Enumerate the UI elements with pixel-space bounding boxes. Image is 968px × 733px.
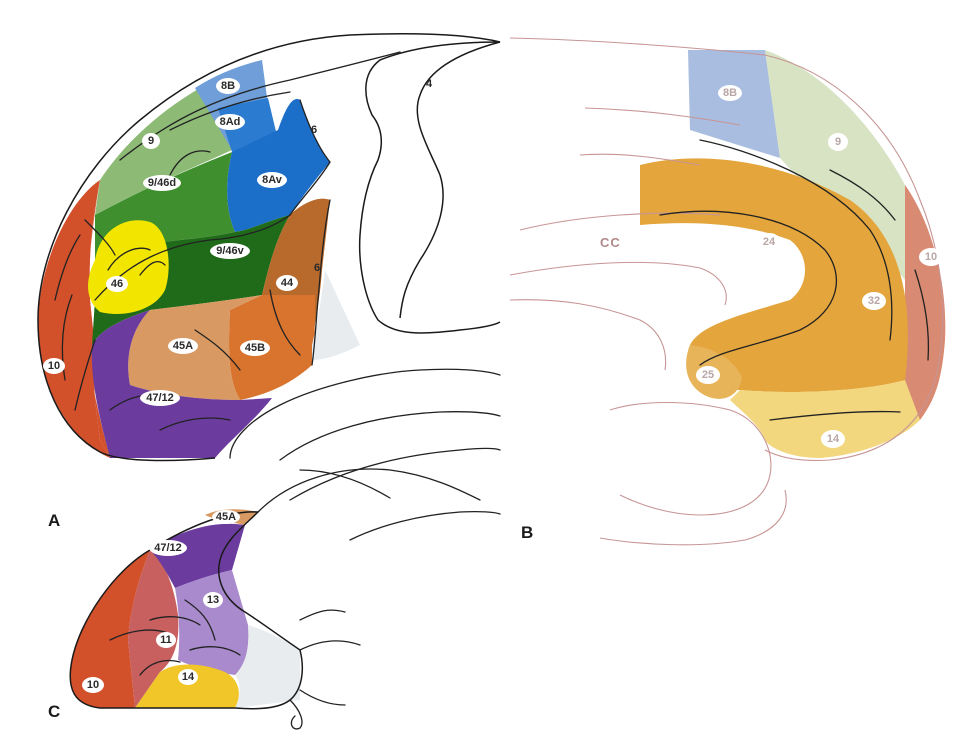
label-45A: 45A: [168, 338, 198, 354]
panel-c-orbital-view: 45A 47/12 13 11 14 10 C: [48, 469, 480, 729]
svg-text:32: 32: [868, 295, 880, 307]
label-45B: 45B: [240, 340, 270, 356]
svg-text:8B: 8B: [221, 80, 235, 92]
svg-text:9/46v: 9/46v: [216, 245, 244, 257]
label-8Ad: 8Ad: [215, 114, 245, 130]
label-10-lateral: 10: [43, 358, 65, 374]
medial-line-5: [510, 300, 666, 370]
orbital-temporal-2: [300, 641, 360, 650]
label-8B: 8B: [216, 78, 240, 94]
svg-text:44: 44: [281, 277, 294, 289]
temporal-line-2: [280, 412, 500, 460]
label-6-upper: 6: [311, 124, 317, 136]
label-orbital-10: 10: [82, 677, 104, 693]
svg-text:13: 13: [207, 594, 219, 606]
orbital-temporal-5: [300, 690, 345, 705]
svg-text:10: 10: [925, 251, 937, 263]
svg-text:11: 11: [160, 634, 172, 646]
svg-text:45A: 45A: [216, 511, 236, 523]
label-orbital-13: 13: [203, 592, 223, 608]
label-4: 4: [426, 78, 433, 90]
svg-text:45A: 45A: [173, 340, 193, 352]
svg-text:10: 10: [87, 679, 99, 691]
svg-text:46: 46: [111, 278, 123, 290]
label-orbital-11: 11: [156, 632, 176, 648]
panel-letter-c: C: [48, 702, 60, 721]
svg-text:8Av: 8Av: [262, 174, 283, 186]
svg-text:9: 9: [835, 136, 841, 148]
svg-text:9/46d: 9/46d: [148, 177, 176, 189]
label-medial-14: 14: [821, 430, 845, 448]
medial-cc-inner: [510, 262, 726, 305]
svg-text:47/12: 47/12: [154, 542, 182, 554]
label-medial-25: 25: [696, 366, 720, 384]
svg-text:14: 14: [827, 433, 840, 445]
label-orbital-14: 14: [178, 669, 198, 685]
central-sulcus: [400, 42, 500, 318]
temporal-line-4: [350, 512, 500, 540]
svg-text:25: 25: [702, 369, 714, 381]
orbital-temporal-1: [258, 469, 480, 512]
label-44: 44: [276, 275, 298, 291]
label-corpus-callosum: CC: [600, 235, 621, 250]
label-medial-24: 24: [757, 233, 781, 251]
panel-letter-b: B: [521, 523, 533, 542]
label-medial-9: 9: [828, 133, 848, 151]
label-46: 46: [106, 276, 128, 292]
label-47-12: 47/12: [140, 390, 180, 406]
label-medial-8B: 8B: [718, 85, 742, 101]
temporal-line-3: [290, 449, 500, 501]
orbital-temporal-3: [290, 700, 302, 729]
svg-text:8B: 8B: [723, 87, 737, 99]
orbital-area-13: [175, 570, 248, 675]
orbital-temporal-4: [300, 610, 345, 620]
panel-a-lateral-view: 8B 8Ad 8Av 9 9/46d 9/46v 46 44 45A 45B 1…: [38, 34, 500, 540]
label-9: 9: [142, 133, 160, 149]
svg-text:24: 24: [763, 236, 776, 248]
panel-letter-a: A: [48, 511, 60, 530]
medial-area-14: [730, 380, 920, 458]
svg-text:8Ad: 8Ad: [220, 116, 241, 128]
panel-b-medial-view: 8B 9 10 24 32 25 14 CC B: [510, 38, 945, 545]
svg-text:10: 10: [48, 360, 60, 372]
label-9-46d: 9/46d: [143, 175, 181, 191]
label-9-46v: 9/46v: [210, 243, 250, 259]
medial-area-10: [900, 185, 945, 420]
label-orbital-47-12: 47/12: [149, 540, 187, 556]
label-orbital-45A: 45A: [212, 510, 240, 524]
svg-text:45B: 45B: [245, 342, 265, 354]
svg-text:47/12: 47/12: [146, 392, 174, 404]
label-medial-10: 10: [919, 248, 943, 266]
label-6-lower: 6: [314, 262, 320, 274]
label-8Av: 8Av: [257, 172, 287, 188]
svg-text:14: 14: [182, 671, 195, 683]
medial-area-8B: [688, 50, 780, 158]
medial-line-6: [610, 403, 771, 516]
svg-text:9: 9: [148, 135, 154, 147]
label-medial-32: 32: [862, 292, 886, 310]
